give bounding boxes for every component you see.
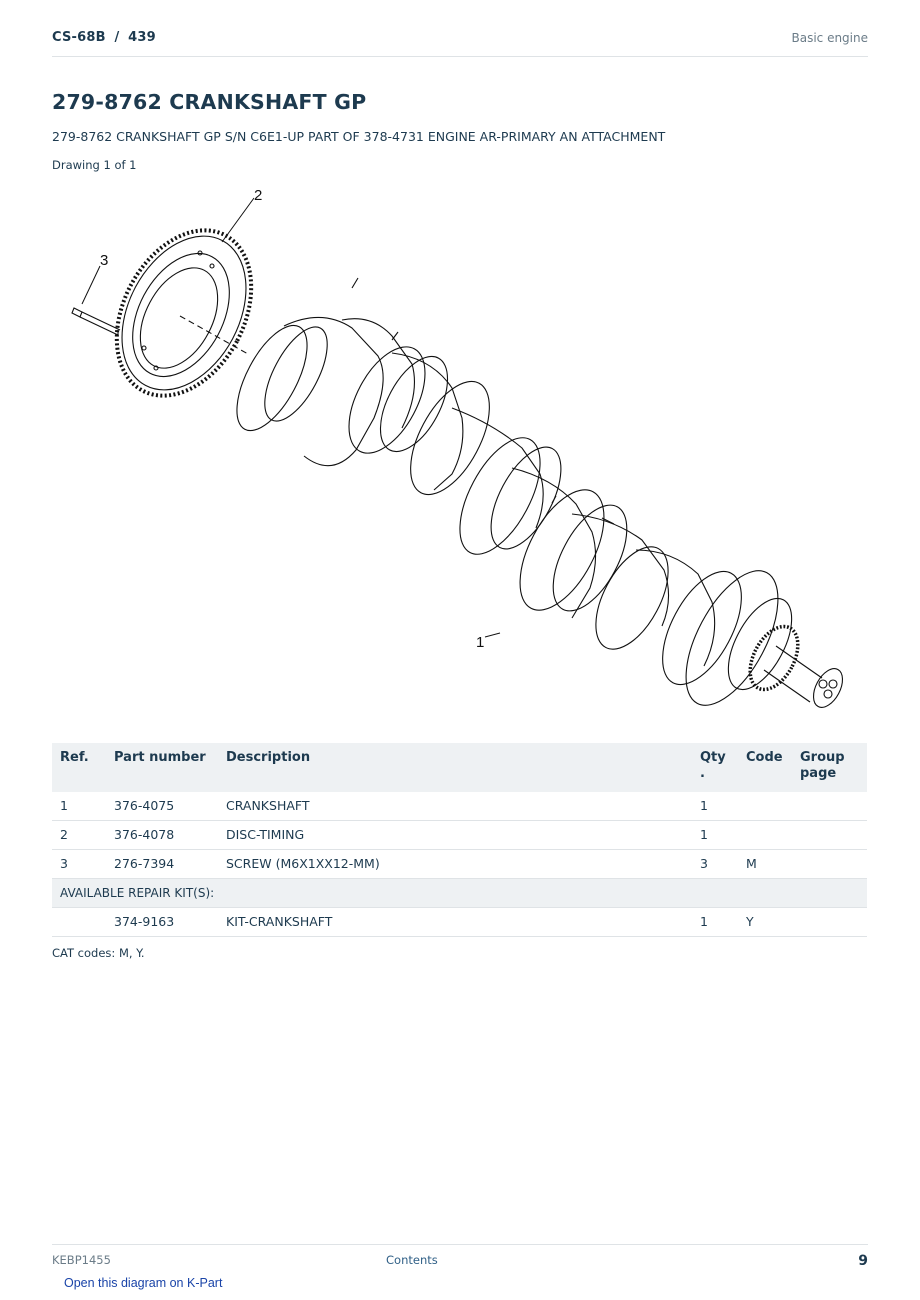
page-number: 9 — [858, 1253, 868, 1269]
document-breadcrumb: CS-68B / 439 — [52, 30, 156, 45]
page-ref: 439 — [128, 30, 156, 45]
cell-code: M — [738, 849, 792, 879]
screw — [71, 307, 121, 336]
table-row: 1 376-4075 CRANKSHAFT 1 — [52, 792, 867, 821]
cell-ref: 3 — [52, 849, 106, 879]
kpart-diagram-link[interactable]: Open this diagram on K-Part — [64, 1276, 223, 1290]
contents-link[interactable]: Contents — [386, 1253, 438, 1267]
cell-ref: 2 — [52, 820, 106, 850]
cell-description: SCREW (M6X1XX12-MM) — [218, 849, 692, 879]
cell-qty: 1 — [692, 792, 738, 821]
cell-part-number: 276-7394 — [106, 849, 218, 879]
parts-table: Ref. Part number Description Qty. Code G… — [52, 743, 867, 937]
table-row: 2 376-4078 DISC-TIMING 1 — [52, 820, 867, 850]
table-header-row: Ref. Part number Description Qty. Code G… — [52, 743, 867, 792]
table-row: 3 276-7394 SCREW (M6X1XX12-MM) 3 M — [52, 849, 867, 879]
cell-part-number: 374-9163 — [106, 907, 218, 937]
section-name: Basic engine — [791, 31, 868, 45]
drawing-label: Drawing 1 of 1 — [52, 158, 137, 172]
col-description: Description — [218, 743, 692, 792]
cell-ref: 1 — [52, 792, 106, 821]
crankshaft-diagram: 1 2 3 — [71, 187, 844, 708]
page-footer: KEBP1455 Contents 9 — [52, 1244, 868, 1275]
cell-group-page — [792, 792, 867, 821]
group-page-line-1: Group — [800, 750, 845, 765]
cell-qty: 3 — [692, 849, 738, 879]
table-row: 374-9163 KIT-CRANKSHAFT 1 Y — [52, 907, 867, 937]
cell-description: CRANKSHAFT — [218, 792, 692, 821]
cell-description: KIT-CRANKSHAFT — [218, 907, 692, 937]
callout-1: 1 — [476, 634, 484, 651]
qty-dot: . — [700, 766, 705, 781]
page-subtitle: 279-8762 CRANKSHAFT GP S/N C6E1-UP PART … — [52, 129, 666, 144]
callout-2: 2 — [254, 187, 262, 204]
cell-qty: 1 — [692, 907, 738, 937]
col-code: Code — [738, 743, 792, 792]
crankshaft — [236, 277, 844, 708]
col-ref: Ref. — [52, 743, 106, 792]
cell-description: DISC-TIMING — [218, 820, 692, 850]
cell-qty: 1 — [692, 820, 738, 850]
page-header: CS-68B / 439 Basic engine — [52, 28, 868, 57]
group-page-line-2: page — [800, 766, 837, 781]
cell-group-page — [792, 820, 867, 850]
cell-part-number: 376-4078 — [106, 820, 218, 850]
repair-kit-header: AVAILABLE REPAIR KIT(S): — [52, 878, 867, 908]
cell-group-page — [792, 907, 867, 937]
breadcrumb-separator: / — [114, 30, 120, 45]
document-id: KEBP1455 — [52, 1253, 111, 1267]
document-code: CS-68B — [52, 30, 106, 45]
cat-codes-note: CAT codes: M, Y. — [52, 946, 145, 960]
cell-ref — [52, 907, 106, 937]
cell-code — [738, 792, 792, 821]
callout-3: 3 — [100, 252, 108, 269]
timing-disc — [114, 228, 254, 398]
cell-code: Y — [738, 907, 792, 937]
cell-group-page — [792, 849, 867, 879]
page-title: 279-8762 CRANKSHAFT GP — [52, 90, 367, 114]
cell-code — [738, 820, 792, 850]
col-part-number: Part number — [106, 743, 218, 792]
cell-part-number: 376-4075 — [106, 792, 218, 821]
repair-kit-header-row: AVAILABLE REPAIR KIT(S): — [52, 878, 867, 908]
col-qty: Qty. — [692, 743, 738, 792]
qty-label: Qty — [700, 750, 726, 765]
